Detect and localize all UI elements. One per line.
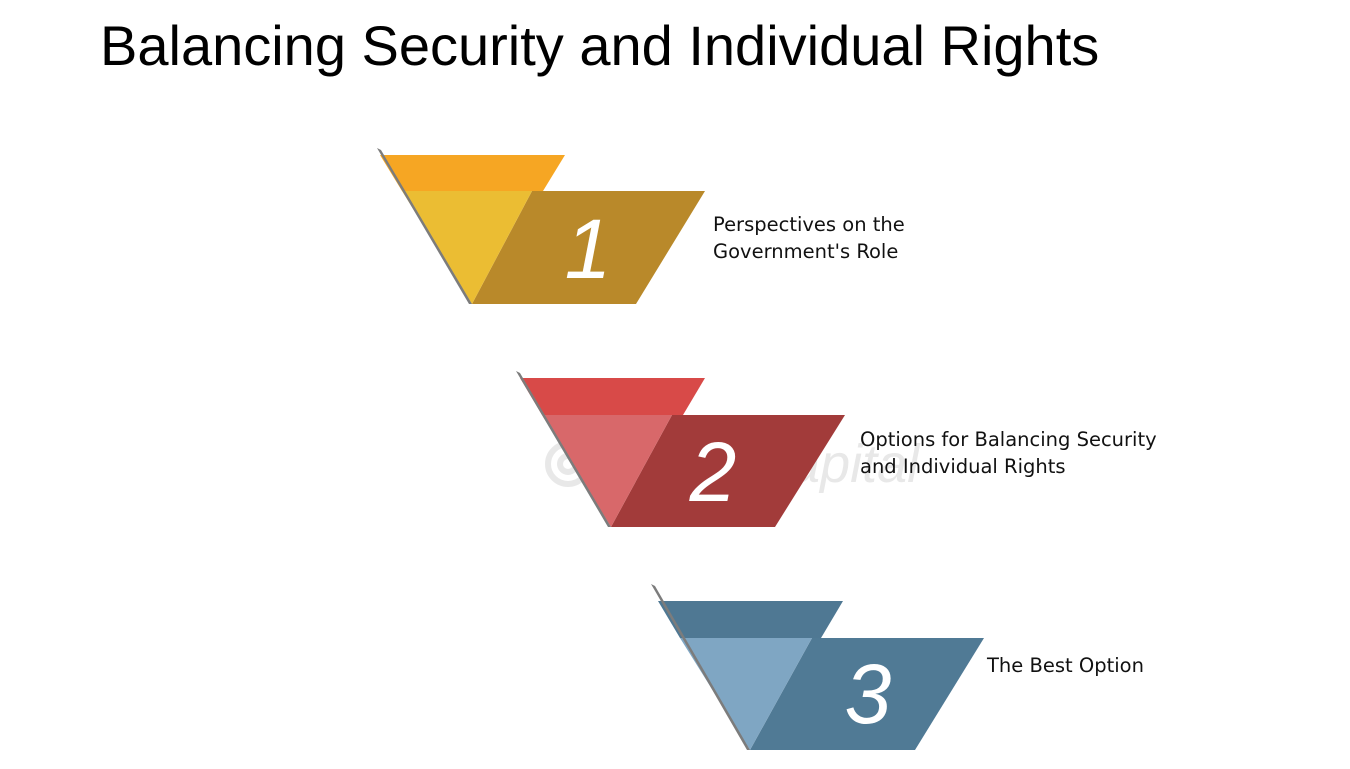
step-3-left-edge <box>651 584 750 750</box>
step-1-label: Perspectives on the Government's Role <box>713 211 905 265</box>
step-3-label-line-1: The Best Option <box>987 654 1144 677</box>
step-3-label: The Best Option <box>987 652 1144 679</box>
step-2-front-face <box>542 415 672 527</box>
step-3-front-face <box>680 638 812 750</box>
step-1-left-edge <box>377 148 472 304</box>
page-title: Balancing Security and Individual Rights <box>100 14 1100 77</box>
step-2-left-edge <box>516 371 611 527</box>
step-2-number: 2 <box>689 425 737 519</box>
step-3-top-band <box>658 601 843 638</box>
step-2-shape: 2 <box>516 371 845 527</box>
step-2-label: Options for Balancing Security and Indiv… <box>860 426 1157 480</box>
step-2-top-band <box>520 378 705 415</box>
step-2-label-line-1: Options for Balancing Security <box>860 428 1157 451</box>
step-3-shape: 3 <box>651 584 984 750</box>
step-1-front-face <box>402 191 532 304</box>
step-2-back-panel <box>611 415 845 527</box>
step-1-number: 1 <box>565 202 612 296</box>
step-3-number: 3 <box>845 647 892 741</box>
step-3-back-panel <box>750 638 984 750</box>
step-1-top-band <box>380 155 565 191</box>
step-1-shape: 1 <box>377 148 705 304</box>
step-1-label-line-2: Government's Role <box>713 240 899 263</box>
step-1-label-line-1: Perspectives on the <box>713 213 905 236</box>
step-2-label-line-2: and Individual Rights <box>860 455 1066 478</box>
step-1-back-panel <box>472 191 705 304</box>
